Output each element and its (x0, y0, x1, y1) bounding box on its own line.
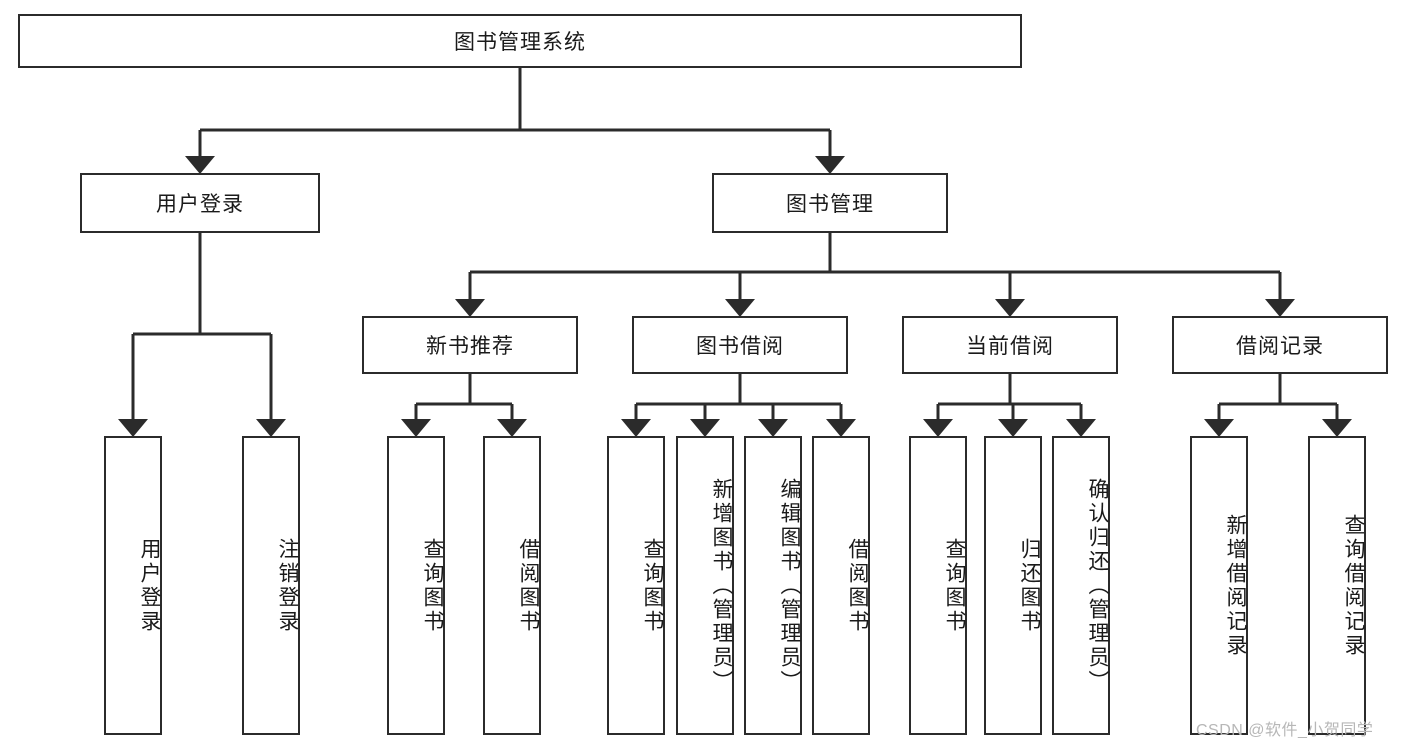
node-label: 图书借阅 (696, 335, 784, 358)
node-borrow-record[interactable]: 借阅记录 (1172, 316, 1388, 374)
node-label: 查询图书 (421, 537, 444, 634)
csdn-watermark: CSDN @软件_小贺同学 (1196, 722, 1374, 739)
node-label: 用户登录 (138, 537, 161, 634)
node-label: 借阅图书 (846, 537, 869, 634)
node-label: 借阅记录 (1236, 335, 1324, 358)
node-label: 新增图书（管理员） (710, 477, 733, 694)
node-leaf-edit-book[interactable]: 编辑图书（管理员） (744, 436, 802, 735)
node-leaf-query-record[interactable]: 查询借阅记录 (1308, 436, 1366, 735)
node-new-book-rec[interactable]: 新书推荐 (362, 316, 578, 374)
node-label: 注销登录 (276, 537, 299, 634)
node-label: 图书管理系统 (454, 31, 586, 54)
node-label: 新增借阅记录 (1224, 513, 1247, 658)
node-label: 新书推荐 (426, 335, 514, 358)
node-leaf-logout[interactable]: 注销登录 (242, 436, 300, 735)
node-leaf-user-login[interactable]: 用户登录 (104, 436, 162, 735)
node-label: 用户登录 (156, 193, 244, 216)
node-label: 编辑图书（管理员） (778, 477, 801, 694)
node-root[interactable]: 图书管理系统 (18, 14, 1022, 68)
node-leaf-query-book-bb[interactable]: 查询图书 (607, 436, 665, 735)
node-leaf-borrow-book-rec[interactable]: 借阅图书 (483, 436, 541, 735)
node-leaf-add-book[interactable]: 新增图书（管理员） (676, 436, 734, 735)
node-label: 确认归还（管理员） (1086, 477, 1109, 694)
node-label: 归还图书 (1018, 537, 1041, 634)
node-label: 查询图书 (641, 537, 664, 634)
node-label: 当前借阅 (966, 335, 1054, 358)
node-leaf-add-record[interactable]: 新增借阅记录 (1190, 436, 1248, 735)
node-label: 查询图书 (943, 537, 966, 634)
node-label: 查询借阅记录 (1342, 513, 1365, 658)
node-leaf-query-book-rec[interactable]: 查询图书 (387, 436, 445, 735)
node-leaf-confirm-return[interactable]: 确认归还（管理员） (1052, 436, 1110, 735)
node-book-borrow[interactable]: 图书借阅 (632, 316, 848, 374)
node-user-login[interactable]: 用户登录 (80, 173, 320, 233)
node-leaf-query-book-cb[interactable]: 查询图书 (909, 436, 967, 735)
node-label: 借阅图书 (517, 537, 540, 634)
node-book-manage[interactable]: 图书管理 (712, 173, 948, 233)
node-leaf-borrow-book-bb[interactable]: 借阅图书 (812, 436, 870, 735)
node-label: 图书管理 (786, 193, 874, 216)
node-leaf-return-book[interactable]: 归还图书 (984, 436, 1042, 735)
node-current-borrow[interactable]: 当前借阅 (902, 316, 1118, 374)
